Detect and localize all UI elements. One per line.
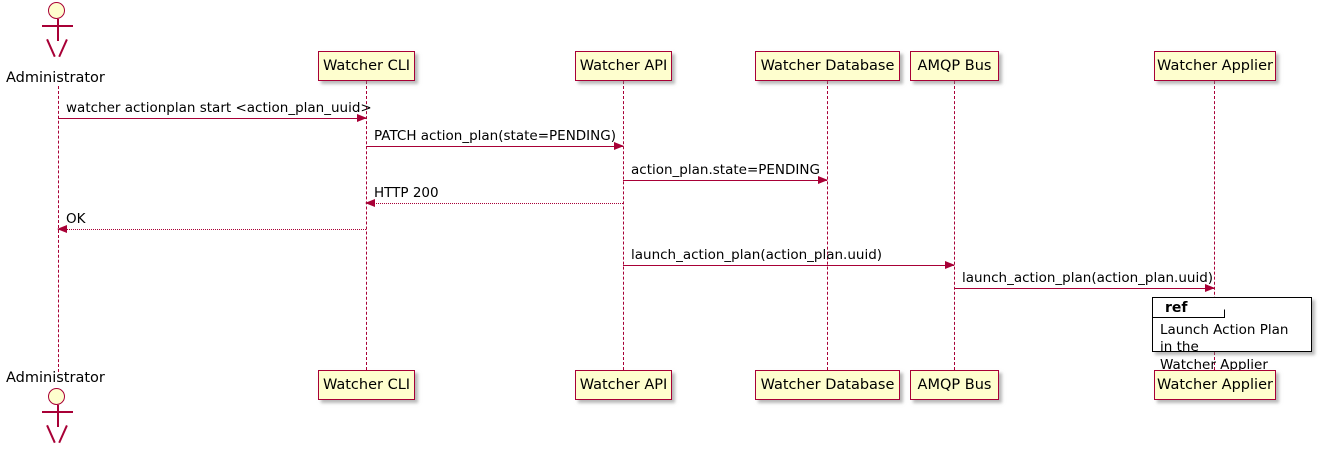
participant-label-watcher-applier-bottom: Watcher Applier — [1157, 376, 1273, 393]
message-label: PATCH action_plan(state=PENDING) — [374, 127, 616, 144]
message-line — [954, 288, 1214, 289]
participant-box-watcher-database-bottom[interactable]: Watcher Database — [755, 370, 900, 400]
lifeline-amqp-bus — [954, 81, 955, 370]
participant-box-watcher-applier-bottom[interactable]: Watcher Applier — [1154, 370, 1276, 400]
message-label: OK — [66, 210, 86, 227]
participant-box-watcher-cli-bottom[interactable]: Watcher CLI — [318, 370, 415, 400]
lifeline-watcher-api — [623, 81, 624, 370]
participant-label-watcher-api-top: Watcher API — [579, 57, 668, 74]
actor-leg-left-icon — [46, 39, 56, 58]
actor-leg-right-icon — [58, 39, 68, 58]
actor-label-administrator-bottom: Administrator — [6, 370, 105, 386]
participant-label-watcher-database-top: Watcher Database — [760, 57, 895, 74]
actor-administrator-bottom[interactable] — [35, 388, 81, 444]
participant-box-watcher-api-top[interactable]: Watcher API — [575, 51, 672, 81]
arrowhead-right-icon — [945, 260, 955, 269]
participant-label-watcher-database-bottom: Watcher Database — [760, 376, 895, 393]
actor-leg-left-icon — [46, 425, 56, 444]
participant-box-amqp-bus-top[interactable]: AMQP Bus — [910, 51, 999, 81]
message-line — [623, 180, 827, 181]
arrowhead-left-icon — [365, 198, 375, 207]
participant-box-watcher-cli-top[interactable]: Watcher CLI — [318, 51, 415, 81]
message-label: action_plan.state=PENDING — [631, 161, 820, 178]
arrowhead-left-icon — [57, 224, 67, 233]
participant-label-watcher-cli-bottom: Watcher CLI — [322, 376, 411, 393]
message-label: launch_action_plan(action_plan.uuid) — [631, 246, 883, 263]
arrowhead-right-icon — [1205, 283, 1215, 292]
actor-arms-icon — [42, 411, 73, 413]
message-line — [366, 146, 623, 147]
actor-body-icon — [57, 19, 59, 41]
participant-box-amqp-bus-bottom[interactable]: AMQP Bus — [910, 370, 999, 400]
actor-arms-icon — [42, 25, 73, 27]
participant-label-amqp-bus-bottom: AMQP Bus — [917, 376, 992, 393]
message-label: watcher actionplan start <action_plan_uu… — [66, 99, 372, 116]
message-line — [366, 203, 623, 204]
participant-box-watcher-database-top[interactable]: Watcher Database — [755, 51, 900, 81]
arrowhead-right-icon — [818, 175, 828, 184]
lifeline-watcher-cli — [366, 81, 367, 370]
lifeline-watcher-applier — [1214, 81, 1215, 370]
actor-head-icon — [48, 2, 65, 19]
participant-box-watcher-applier-top[interactable]: Watcher Applier — [1154, 51, 1276, 81]
actor-leg-right-icon — [58, 425, 68, 444]
participant-box-watcher-api-bottom[interactable]: Watcher API — [575, 370, 672, 400]
participant-label-watcher-cli-top: Watcher CLI — [322, 57, 411, 74]
participant-label-watcher-applier-top: Watcher Applier — [1157, 57, 1273, 74]
lifeline-watcher-database — [827, 81, 828, 370]
ref-fragment-keyword: ref — [1153, 298, 1225, 318]
actor-body-icon — [57, 405, 59, 427]
participant-label-amqp-bus-top: AMQP Bus — [917, 57, 992, 74]
ref-fragment[interactable]: ref Launch Action Plan in the Watcher Ap… — [1152, 297, 1312, 373]
ref-fragment-text-line1: Launch Action Plan in the — [1160, 322, 1289, 356]
actor-head-icon — [48, 388, 65, 405]
participant-label-watcher-api-bottom: Watcher API — [579, 376, 668, 393]
ref-fragment-text-line2: Watcher Applier — [1160, 356, 1268, 373]
arrowhead-right-icon — [357, 113, 367, 122]
ref-fragment-text: Launch Action Plan in the Watcher Applie… — [1160, 322, 1305, 374]
arrowhead-right-icon — [614, 141, 624, 150]
message-line — [58, 229, 366, 230]
message-label: launch_action_plan(action_plan.uuid) — [962, 269, 1214, 286]
message-line — [58, 118, 366, 119]
actor-label-administrator-top: Administrator — [6, 70, 105, 86]
actor-administrator-top[interactable] — [35, 2, 81, 58]
message-label: HTTP 200 — [374, 184, 439, 201]
message-line — [623, 265, 954, 266]
